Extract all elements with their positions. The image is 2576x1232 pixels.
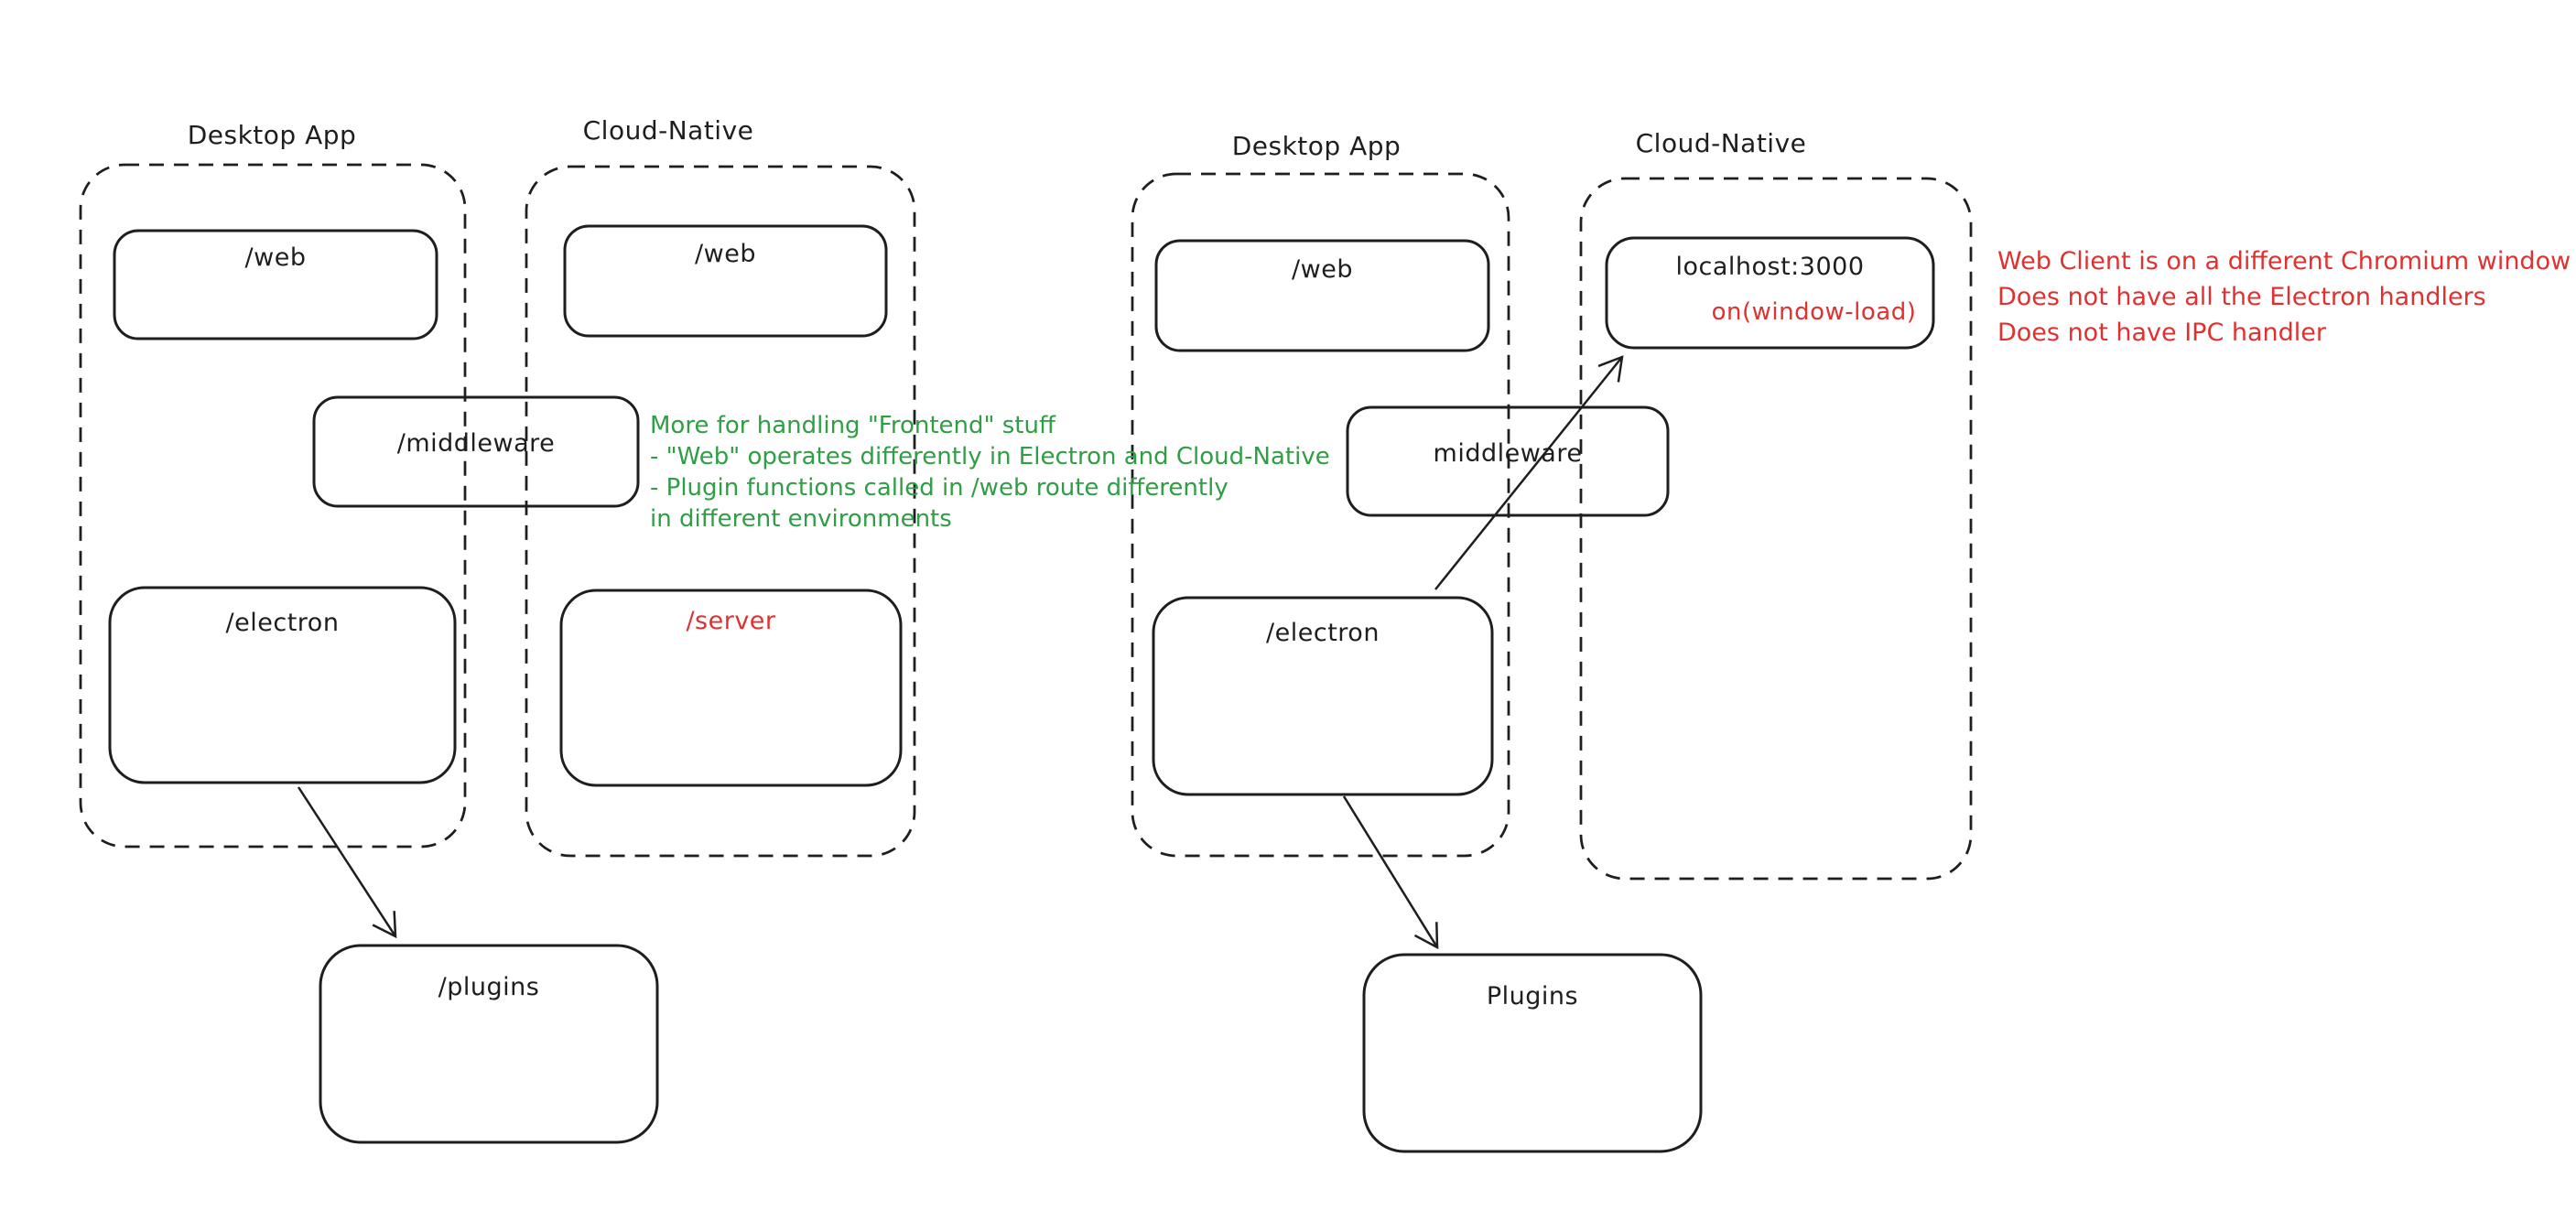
arrow-right-electron-to-plugins bbox=[1342, 795, 1439, 950]
red-annotation-note: Web Client is on a different Chromium wi… bbox=[1997, 243, 2571, 351]
arrow-right-electron-to-localhost bbox=[1434, 355, 1624, 590]
left-cloud-native-container bbox=[525, 165, 916, 858]
right-cloud-native-label: Cloud-Native bbox=[1635, 128, 1807, 158]
right-middleware-label: middleware bbox=[1433, 439, 1583, 468]
green-annotation-note: More for handling "Frontend" stuff - "We… bbox=[650, 410, 1330, 535]
left-web-desktop-label: /web bbox=[244, 243, 307, 272]
left-web-desktop-box bbox=[113, 229, 438, 340]
left-plugins-box bbox=[319, 944, 659, 1144]
green-note-line-1: More for handling "Frontend" stuff bbox=[650, 412, 1055, 439]
right-electron-label: /electron bbox=[1266, 619, 1380, 647]
right-cloud-native-container bbox=[1579, 177, 1973, 881]
right-desktop-app-label: Desktop App bbox=[1231, 131, 1402, 161]
left-server-label: /server bbox=[686, 607, 776, 635]
right-localhost-label: localhost:3000 bbox=[1675, 253, 1865, 281]
left-electron-label: /electron bbox=[225, 609, 340, 637]
left-plugins-label: /plugins bbox=[438, 973, 540, 1001]
right-localhost-box bbox=[1605, 236, 1935, 350]
red-note-line-1: Web Client is on a different Chromium wi… bbox=[1997, 247, 2571, 276]
arrow-left-electron-to-plugins bbox=[297, 786, 397, 939]
right-web-desktop-label: /web bbox=[1292, 255, 1353, 284]
left-desktop-app-container bbox=[79, 163, 467, 848]
right-localhost-event-label: on(window-load) bbox=[1711, 298, 1917, 326]
red-note-line-2: Does not have all the Electron handlers bbox=[1997, 283, 2486, 311]
right-electron-box bbox=[1152, 596, 1494, 796]
green-note-line-2: - "Web" operates differently in Electron… bbox=[650, 443, 1330, 470]
left-cloud-native-label: Cloud-Native bbox=[582, 115, 754, 146]
left-web-cloud-label: /web bbox=[695, 240, 756, 268]
left-middleware-box bbox=[312, 395, 640, 508]
red-note-line-3: Does not have IPC handler bbox=[1997, 319, 2327, 347]
green-note-line-4: in different environments bbox=[650, 505, 952, 533]
left-server-box bbox=[559, 589, 903, 787]
left-web-cloud-box bbox=[563, 224, 888, 338]
right-plugins-box bbox=[1362, 953, 1703, 1153]
left-middleware-label: /middleware bbox=[396, 429, 556, 458]
right-web-desktop-box bbox=[1154, 239, 1490, 352]
left-electron-box bbox=[108, 586, 457, 784]
right-middleware-box bbox=[1346, 405, 1670, 517]
left-desktop-app-label: Desktop App bbox=[187, 120, 357, 150]
green-note-line-3: - Plugin functions called in /web route … bbox=[650, 474, 1228, 502]
right-plugins-label: Plugins bbox=[1486, 982, 1579, 1010]
